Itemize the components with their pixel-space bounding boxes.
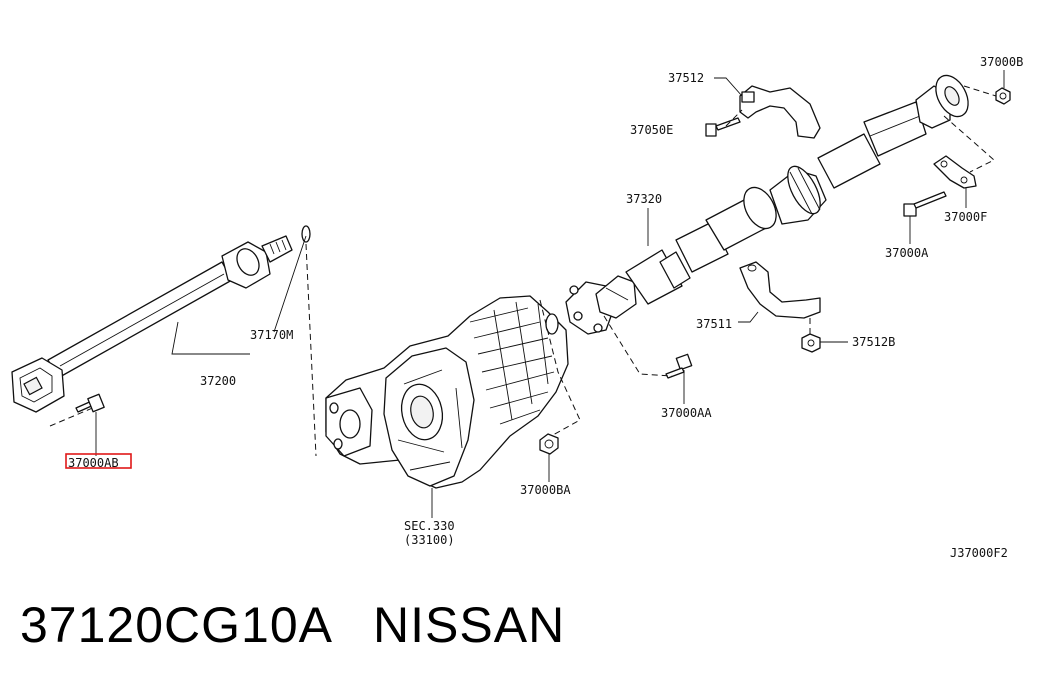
label-sec330[interactable]: SEC.330 bbox=[404, 519, 455, 533]
label-37200[interactable]: 37200 bbox=[200, 374, 236, 388]
label-37050e[interactable]: 37050E bbox=[630, 123, 673, 137]
label-37320[interactable]: 37320 bbox=[626, 192, 662, 206]
label-37000f[interactable]: 37000F bbox=[944, 210, 987, 224]
nut-37512b[interactable] bbox=[801, 333, 821, 353]
label-sec330-ref: (33100) bbox=[404, 533, 455, 547]
label-37511[interactable]: 37511 bbox=[696, 317, 732, 331]
front-propeller-shaft[interactable] bbox=[11, 235, 293, 413]
rear-propeller-shaft[interactable] bbox=[565, 70, 975, 335]
nut-37000b[interactable] bbox=[995, 87, 1011, 105]
bolt-37050e[interactable] bbox=[705, 117, 741, 137]
label-37512[interactable]: 37512 bbox=[668, 71, 704, 85]
diagram-code: J37000F2 bbox=[950, 546, 1008, 560]
bracket-37511[interactable] bbox=[739, 261, 821, 319]
label-37000ab[interactable]: 37000AB bbox=[68, 456, 119, 470]
label-37000ba[interactable]: 37000BA bbox=[520, 483, 571, 497]
brand-name: NISSAN bbox=[373, 597, 566, 653]
label-37000b[interactable]: 37000B bbox=[980, 55, 1023, 69]
part-number: 37120CG10A bbox=[20, 597, 334, 653]
bracket-37512[interactable] bbox=[739, 85, 821, 139]
label-37000aa[interactable]: 37000AA bbox=[661, 406, 712, 420]
transfer-case-sec330[interactable] bbox=[325, 295, 569, 489]
bolt-37000a[interactable] bbox=[903, 191, 947, 217]
bolt-37000aa[interactable] bbox=[665, 353, 693, 379]
label-37000a[interactable]: 37000A bbox=[885, 246, 929, 260]
bolt-37000ab[interactable] bbox=[75, 393, 105, 413]
part-number-footer: 37120CG10A NISSAN bbox=[20, 596, 565, 654]
o-ring-37170m[interactable] bbox=[301, 225, 311, 243]
label-37170m[interactable]: 37170M bbox=[250, 328, 293, 342]
label-37512b[interactable]: 37512B bbox=[852, 335, 895, 349]
highlight-box-37000ab bbox=[65, 453, 132, 469]
gasket-37000f[interactable] bbox=[933, 155, 977, 189]
nut-37000ba[interactable] bbox=[539, 433, 559, 455]
